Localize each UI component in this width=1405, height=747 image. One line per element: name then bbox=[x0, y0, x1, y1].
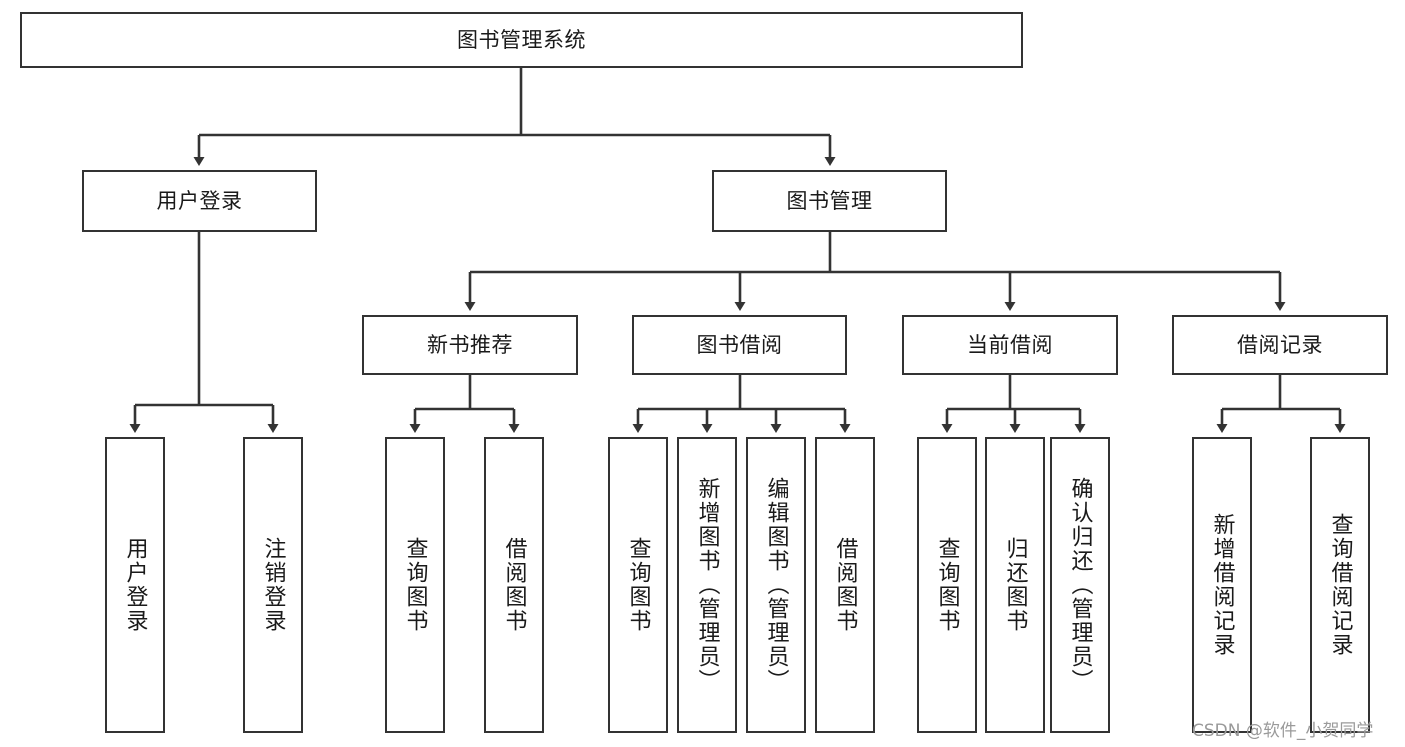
node-label: 查询图书 bbox=[402, 537, 428, 633]
leaf-query-book-recommend[interactable]: 查询图书 bbox=[385, 437, 445, 733]
leaf-query-book-current[interactable]: 查询图书 bbox=[917, 437, 977, 733]
node-label: 图书管理系统 bbox=[457, 27, 586, 52]
node-label: 借阅图书 bbox=[832, 537, 858, 633]
leaf-add-book-admin[interactable]: 新增图书（管理员） bbox=[677, 437, 737, 733]
node-label: 查询图书 bbox=[625, 537, 651, 633]
watermark: CSDN @软件_小贺同学 bbox=[1192, 721, 1374, 741]
node-label: 图书借阅 bbox=[696, 332, 783, 357]
leaf-logout[interactable]: 注销登录 bbox=[243, 437, 303, 733]
leaf-add-borrow-record[interactable]: 新增借阅记录 bbox=[1192, 437, 1252, 733]
node-label: 用户登录 bbox=[122, 537, 148, 633]
node-label: 当前借阅 bbox=[967, 332, 1053, 357]
node-label: 新书推荐 bbox=[427, 332, 513, 357]
leaf-edit-book-admin[interactable]: 编辑图书（管理员） bbox=[746, 437, 806, 733]
node-label: 查询图书 bbox=[934, 537, 960, 633]
node-label: 确认归还（管理员） bbox=[1067, 477, 1093, 693]
node-label: 借阅记录 bbox=[1237, 332, 1323, 357]
node-current-borrow[interactable]: 当前借阅 bbox=[902, 315, 1118, 375]
leaf-query-book-borrow[interactable]: 查询图书 bbox=[608, 437, 668, 733]
leaf-borrow-book[interactable]: 借阅图书 bbox=[815, 437, 875, 733]
node-label: 查询借阅记录 bbox=[1327, 513, 1353, 657]
node-user-login[interactable]: 用户登录 bbox=[82, 170, 317, 232]
leaf-confirm-return-admin[interactable]: 确认归还（管理员） bbox=[1050, 437, 1110, 733]
leaf-query-borrow-record[interactable]: 查询借阅记录 bbox=[1310, 437, 1370, 733]
leaf-return-book[interactable]: 归还图书 bbox=[985, 437, 1045, 733]
node-book-management[interactable]: 图书管理 bbox=[712, 170, 947, 232]
node-label: 借阅图书 bbox=[501, 537, 527, 633]
node-label: 用户登录 bbox=[156, 188, 243, 213]
node-label: 新增图书（管理员） bbox=[694, 477, 720, 693]
leaf-borrow-book-recommend[interactable]: 借阅图书 bbox=[484, 437, 544, 733]
node-label: 注销登录 bbox=[260, 537, 286, 633]
node-book-borrow[interactable]: 图书借阅 bbox=[632, 315, 847, 375]
node-label: 编辑图书（管理员） bbox=[763, 477, 789, 693]
node-borrow-records[interactable]: 借阅记录 bbox=[1172, 315, 1388, 375]
node-label: 图书管理 bbox=[786, 188, 873, 213]
leaf-user-login[interactable]: 用户登录 bbox=[105, 437, 165, 733]
node-new-book-recommend[interactable]: 新书推荐 bbox=[362, 315, 578, 375]
node-label: 新增借阅记录 bbox=[1209, 513, 1235, 657]
node-label: 归还图书 bbox=[1002, 537, 1028, 633]
node-root[interactable]: 图书管理系统 bbox=[20, 12, 1023, 68]
